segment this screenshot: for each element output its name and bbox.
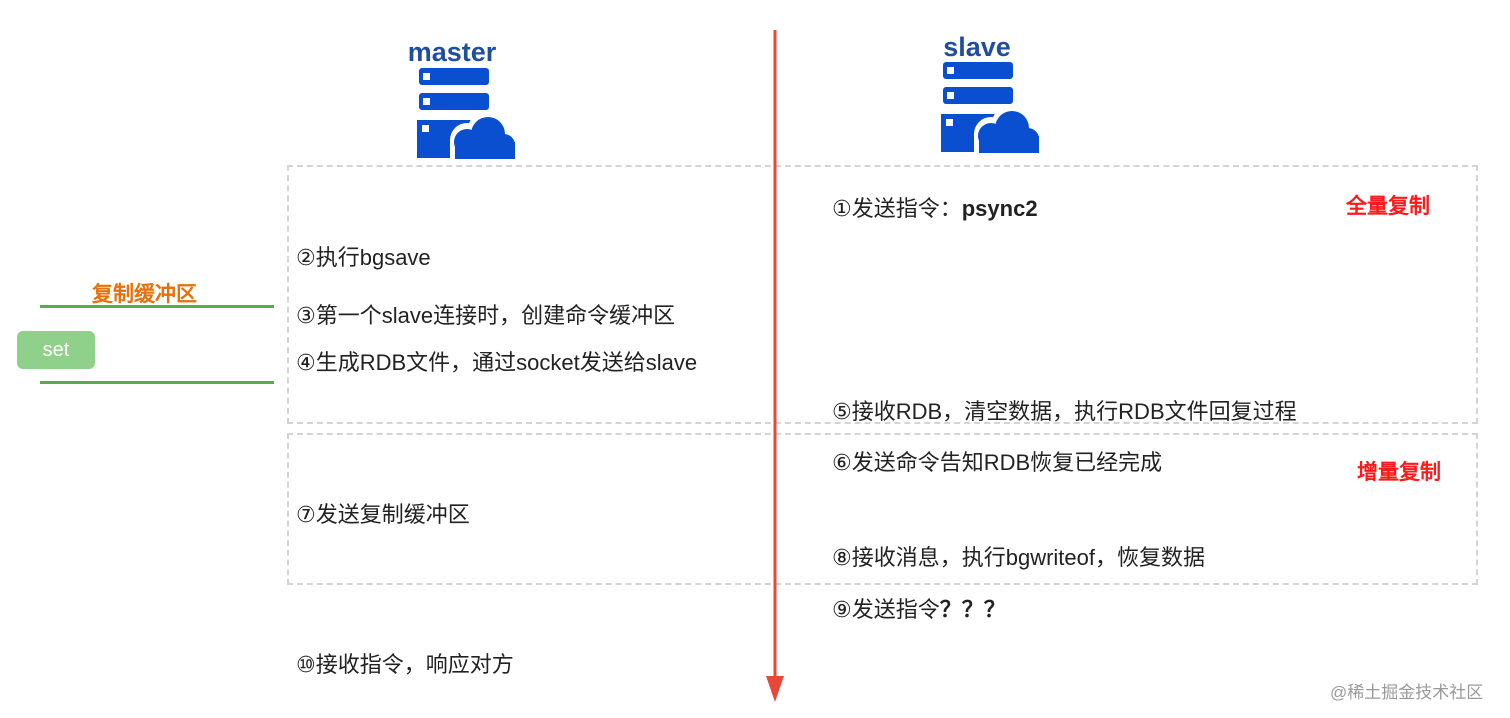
slave-title: slave — [943, 32, 1011, 62]
step-4: ④生成RDB文件，通过socket发送给slave — [296, 350, 698, 375]
full-sync-label: 全量复制 — [1346, 195, 1430, 218]
step-6: ⑥发送命令告知RDB恢复已经完成 — [832, 450, 1163, 475]
step-5: ⑤接收RDB，清空数据，执行RDB文件回复过程 — [832, 399, 1297, 424]
step-9-command: ？？？ — [939, 597, 1006, 622]
incremental-sync-box — [287, 433, 1478, 585]
step-8: ⑧接收消息，执行bgwriteof，恢复数据 — [832, 545, 1205, 570]
buffer-top-line — [40, 305, 274, 308]
step-9: ⑨发送指令？？？ — [832, 592, 1006, 624]
step-3: ③第一个slave连接时，创建命令缓冲区 — [296, 303, 676, 328]
master-title: master — [407, 37, 497, 67]
watermark: @稀土掘金技术社区 — [1330, 683, 1484, 702]
step-7: ⑦发送复制缓冲区 — [296, 502, 470, 527]
buffer-item-set: set — [17, 331, 95, 369]
incremental-sync-label: 增量复制 — [1357, 461, 1441, 484]
buffer-title: 复制缓冲区 — [92, 283, 197, 306]
step-2: ②执行bgsave — [296, 245, 431, 270]
slave-server-icon — [941, 62, 1041, 154]
step-9-text: ⑨发送指令 — [832, 597, 940, 622]
master-server-icon — [417, 68, 517, 160]
full-sync-box — [287, 165, 1478, 424]
step-1-command: psync2 — [961, 196, 1038, 221]
step-1-text: ①发送指令： — [832, 196, 962, 221]
step-1: ①发送指令：psync2 — [832, 191, 1038, 223]
buffer-bottom-line — [40, 381, 274, 384]
step-10: ⑩接收指令，响应对方 — [296, 652, 514, 677]
timeline-arrow — [766, 30, 784, 702]
